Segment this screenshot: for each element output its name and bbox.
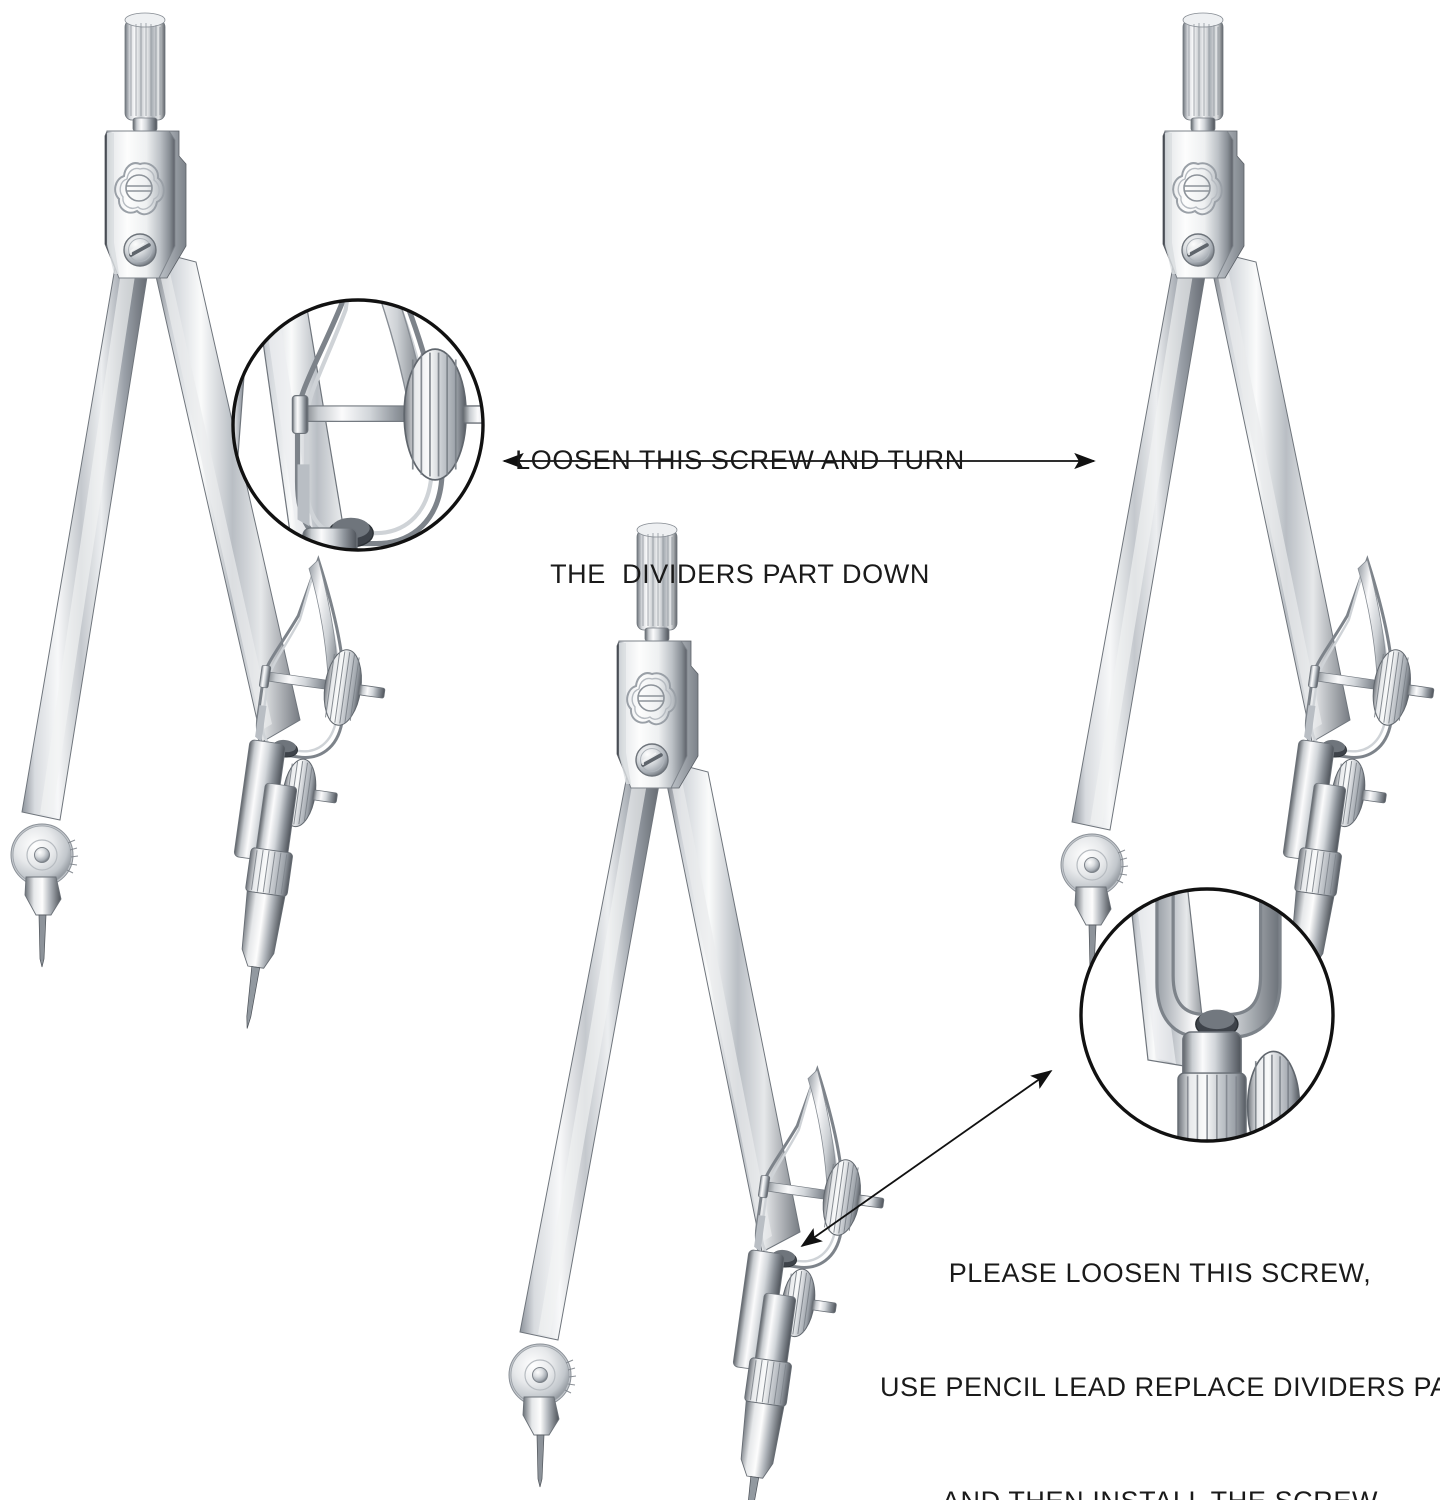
annotation-replace-dividers-with-pencil-lead: PLEASE LOOSEN THIS SCREW, USE PENCIL LEA… — [880, 1178, 1440, 1500]
annotation-loosen-screw-turn-dividers: LOOSEN THIS SCREW AND TURN THE DIVIDERS … — [500, 365, 980, 669]
annotation-bottom-line-1: PLEASE LOOSEN THIS SCREW, — [948, 1258, 1372, 1288]
annotation-bottom-line-3: AND THEN INSTALL THE SCREW — [880, 1482, 1440, 1500]
magnifier-circle-bottom-right — [1079, 887, 1335, 1143]
annotation-top-line-1: LOOSEN THIS SCREW AND TURN — [515, 445, 965, 475]
magnifier-circle-top-left — [231, 298, 485, 552]
arrow-diagonal-double — [800, 1069, 1053, 1248]
compass-top-right — [1060, 11, 1440, 1032]
compass-top-left — [10, 11, 404, 1032]
annotation-top-line-2: THE DIVIDERS PART DOWN — [550, 559, 930, 589]
annotation-bottom-line-2: USE PENCIL LEAD REPLACE DIVIDERS PART — [880, 1372, 1440, 1402]
compass-center-bottom — [508, 521, 903, 1500]
